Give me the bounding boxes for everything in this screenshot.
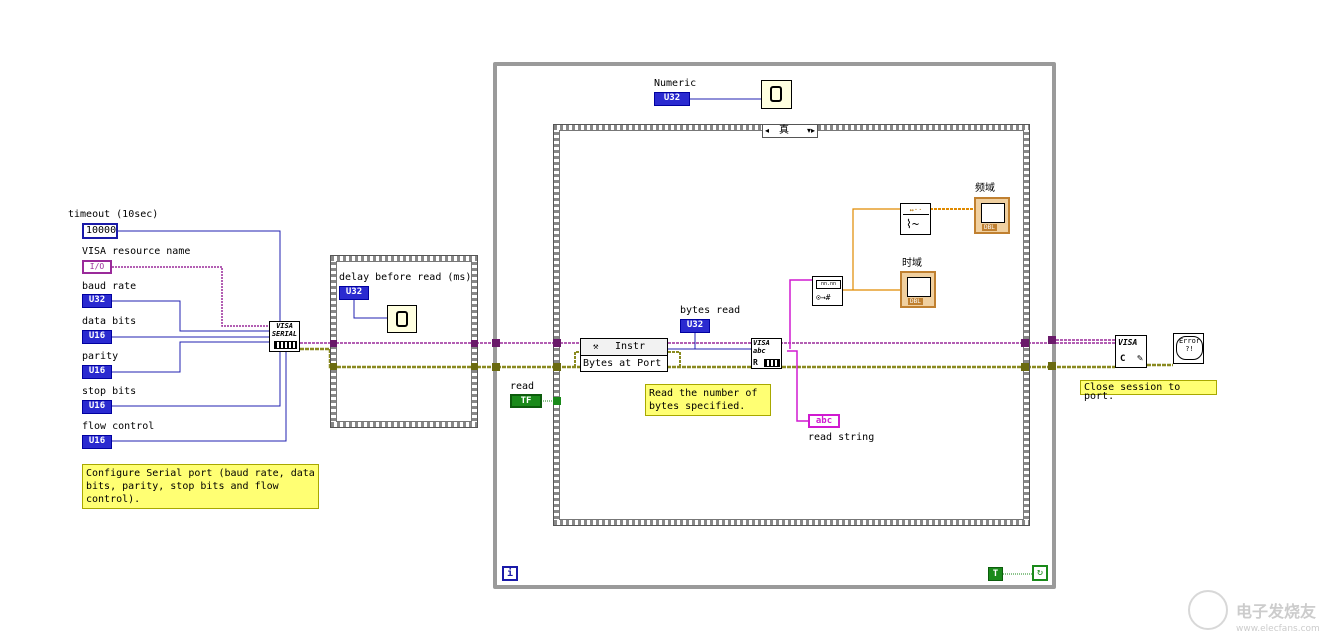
freq-graph-label: 频域 <box>975 183 995 194</box>
wrench-icon: ⚒ <box>593 342 599 352</box>
fft-header-icon: ↔·· <box>903 206 929 215</box>
delay-label: delay before read (ms) <box>339 272 472 283</box>
seq-tunnel-refnum-out <box>471 340 478 347</box>
timeout-label: timeout (10sec) <box>68 209 159 220</box>
close-c-icon: C <box>1120 354 1126 364</box>
connector-icon <box>274 341 297 349</box>
watch-icon <box>770 86 782 102</box>
property-class-row: ⚒ Instr <box>581 339 667 356</box>
numeric-control[interactable]: U32 <box>654 92 690 106</box>
fft-node[interactable]: ↔·· ⌇~ <box>900 203 931 235</box>
graph-icon <box>907 277 931 297</box>
format-icon: nn.nn <box>816 280 841 289</box>
visa-read-node[interactable]: VISA abc R <box>751 338 782 369</box>
case-tunnel-refnum-out <box>1021 339 1029 347</box>
loop-tunnel-error-in <box>492 363 500 371</box>
baud-rate-control[interactable]: U32 <box>82 294 112 308</box>
baud-rate-label: baud rate <box>82 281 137 292</box>
bytes-read-label: bytes read <box>680 305 741 316</box>
loop-condition-icon[interactable]: ↻ <box>1032 565 1048 581</box>
case-selector-terminal <box>553 397 561 405</box>
case-selector[interactable]: ◂ 真 ▾▸ <box>762 124 818 138</box>
read-bool-control[interactable]: TF <box>510 394 542 408</box>
flow-control-control[interactable]: U16 <box>82 435 112 449</box>
numeric-label: Numeric <box>654 78 697 89</box>
data-bits-label: data bits <box>82 316 137 327</box>
iteration-terminal: i <box>502 566 518 581</box>
case-tunnel-error-out <box>1021 363 1029 371</box>
loop-tunnel-error-out <box>1048 362 1056 370</box>
wire-timeout <box>118 230 281 322</box>
case-tunnel-refnum-in <box>553 339 561 347</box>
flat-sequence-frame[interactable] <box>330 255 478 428</box>
configure-note: Configure Serial port (baud rate, data b… <box>82 464 319 509</box>
stop-constant[interactable]: T <box>988 567 1003 581</box>
time-graph-label: 时域 <box>902 258 922 269</box>
visa-serial-config-node[interactable]: VISA SERIAL <box>269 321 300 352</box>
while-loop[interactable] <box>493 62 1056 589</box>
parity-label: parity <box>82 351 119 362</box>
case-dropdown-icon[interactable]: ▾▸ <box>806 126 815 135</box>
read-label: read <box>510 381 535 392</box>
wire-stopbits <box>112 352 281 407</box>
property-node[interactable]: ⚒ Instr Bytes at Port <box>580 338 668 372</box>
read-bytes-note: Read the number of bytes specified. <box>645 384 771 416</box>
case-tunnel-error-in <box>553 363 561 371</box>
wire-flow <box>112 352 287 442</box>
error-handler-node[interactable]: Error ?! <box>1173 333 1204 364</box>
read-string-indicator[interactable]: abc <box>808 414 840 428</box>
loop-tunnel-refnum-out <box>1048 336 1056 344</box>
watermark-url: www.elecfans.com <box>1236 624 1320 634</box>
stop-bits-label: stop bits <box>82 386 137 397</box>
delay-control[interactable]: U32 <box>339 286 369 300</box>
loop-tunnel-refnum-in <box>492 339 500 347</box>
seq-tunnel-error-in <box>330 363 337 370</box>
close-note: Close session to port. <box>1080 380 1217 402</box>
array-icon: ⊙→# <box>816 293 831 302</box>
error-bubble-icon: Error ?! <box>1176 336 1203 360</box>
flow-control-label: flow control <box>82 421 155 432</box>
case-prev-icon[interactable]: ◂ <box>765 126 770 135</box>
read-r-icon: R <box>753 358 758 367</box>
wire-baud <box>112 300 270 332</box>
visa-serial-text: VISA SERIAL <box>271 322 298 338</box>
watch-icon <box>396 311 408 327</box>
wait-ms-node[interactable] <box>387 305 417 333</box>
waveform-icon: ⌇~ <box>906 217 920 231</box>
close-arrow-icon: ✎ <box>1136 353 1143 364</box>
visa-read-text: VISA abc <box>753 339 770 355</box>
case-structure[interactable] <box>553 124 1030 526</box>
case-selector-label: 真 <box>779 125 789 136</box>
visa-resource-label: VISA resource name <box>82 246 191 257</box>
visa-close-text: VISA <box>1118 338 1138 347</box>
dbl-icon: DBL <box>908 298 923 305</box>
stop-bits-control[interactable]: U16 <box>82 400 112 414</box>
freq-graph-indicator[interactable]: DBL <box>974 197 1010 234</box>
time-graph-indicator[interactable]: DBL <box>900 271 936 308</box>
property-name[interactable]: Bytes at Port <box>583 358 662 369</box>
data-bits-control[interactable]: U16 <box>82 330 112 344</box>
seq-tunnel-refnum-in <box>330 340 337 347</box>
connector-icon <box>764 359 780 367</box>
timeout-control[interactable]: 10000 <box>82 223 118 239</box>
read-string-label: read string <box>808 432 875 443</box>
graph-icon <box>981 203 1005 223</box>
visa-close-node[interactable]: VISA C ✎ <box>1115 335 1147 368</box>
parity-control[interactable]: U16 <box>82 365 112 379</box>
wire-parity <box>112 341 270 373</box>
wire-visa-resource <box>112 266 270 327</box>
wait-numeric-node[interactable] <box>761 80 792 109</box>
seq-tunnel-error-out <box>471 363 478 370</box>
dbl-icon: DBL <box>982 224 997 231</box>
visa-resource-control[interactable]: I/O <box>82 260 112 274</box>
bytes-read-indicator[interactable]: U32 <box>680 319 710 333</box>
case-inner-border <box>559 130 1024 520</box>
watermark-text: 电子发烧友 <box>1236 602 1317 621</box>
property-class: Instr <box>615 341 646 352</box>
string-to-array-node[interactable]: nn.nn ⊙→# <box>812 276 843 306</box>
watermark-logo-icon <box>1188 590 1228 630</box>
